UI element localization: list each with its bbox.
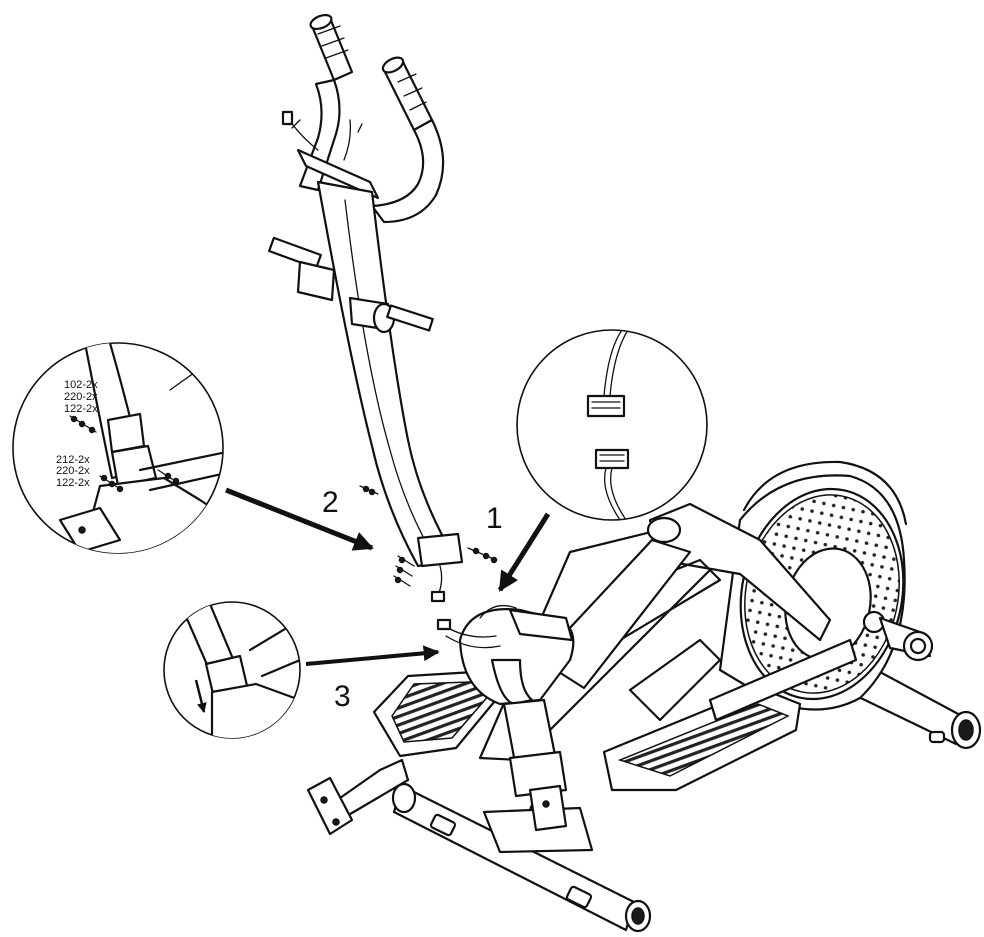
right-handle-grip xyxy=(381,56,434,132)
part-label-top-1: 102-2x xyxy=(64,379,98,391)
detail-insert xyxy=(163,601,301,739)
part-label-bottom-2: 220-2x xyxy=(56,465,90,477)
handlebar-assembly xyxy=(268,13,498,603)
step-number-1: 1 xyxy=(486,502,503,535)
step-number-3: 3 xyxy=(334,680,351,713)
right-pedal xyxy=(602,686,802,792)
left-pedal xyxy=(372,670,506,758)
part-label-bottom-1: 212-2x xyxy=(56,454,90,466)
arrow-push-down xyxy=(194,679,207,713)
arrow-step-2 xyxy=(225,487,374,551)
post-bolts xyxy=(359,485,498,587)
part-label-bottom-3: 122-2x xyxy=(56,477,90,489)
part-label-top-2: 220-2x xyxy=(64,391,98,403)
detail-hardware: 102-2x 220-2x 122-2x 212-2x 220-2x 122-2… xyxy=(12,342,224,554)
trainer-base xyxy=(306,460,982,933)
part-label-top-3: 122-2x xyxy=(64,403,98,415)
left-handle-grip xyxy=(309,13,354,82)
arrow-step-1 xyxy=(497,512,551,592)
flywheel-housing xyxy=(718,460,908,711)
arrow-step-3 xyxy=(305,645,440,666)
step-number-2: 2 xyxy=(322,486,339,519)
detail-connector xyxy=(516,329,708,521)
post-receiver xyxy=(458,604,575,706)
